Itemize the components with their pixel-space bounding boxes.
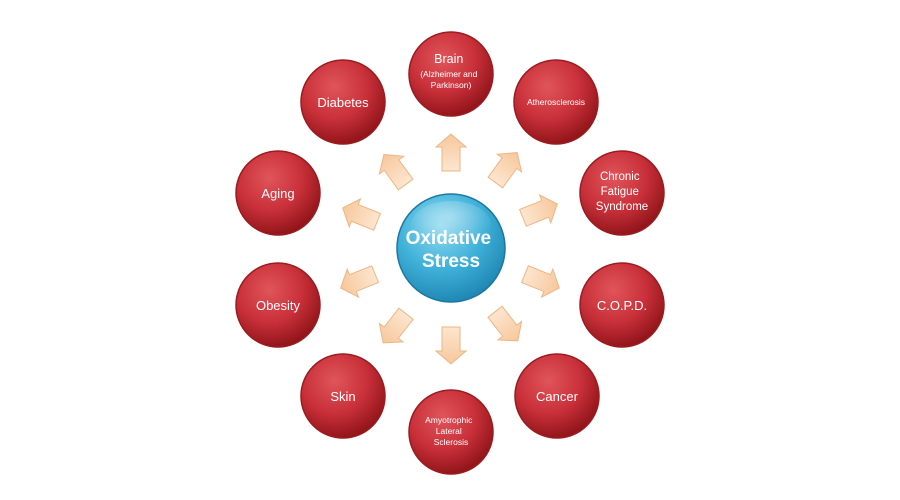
arrow-to-aging — [342, 197, 382, 231]
node-sublabel-line: Parkinson) — [431, 80, 472, 90]
node-diabetes: Diabetes — [300, 59, 386, 145]
node-circle — [408, 31, 494, 117]
node-aging: Aging — [235, 150, 321, 236]
node-label: Diabetes — [317, 95, 369, 110]
node-copd: C.O.P.D. — [579, 262, 665, 348]
node-circle — [235, 150, 321, 236]
node-label-line: Diabetes — [317, 95, 369, 110]
arrow-to-amyotrophic-lateral-sclerosis — [434, 326, 468, 365]
node-sublabel-line: (Alzheimer and — [420, 69, 477, 79]
node-skin: Skin — [300, 353, 386, 439]
node-label-line: Cancer — [536, 389, 579, 404]
arrow-to-copd — [520, 265, 560, 299]
center-label-line-1: Oxidative — [406, 228, 492, 249]
center-label: Oxidative Stress — [406, 228, 497, 272]
center-label-line-2: Stress — [422, 251, 480, 272]
node-circle — [579, 262, 665, 348]
node-label: C.O.P.D. — [597, 298, 647, 313]
node-label: Chronic Fatigue Syndrome — [596, 167, 648, 213]
node-atherosclerosis: Atherosclerosis — [513, 59, 599, 145]
arrow-to-skin — [378, 307, 414, 344]
node-brain: Brain (Alzheimer and Parkinson) — [408, 31, 494, 117]
node-label-line: Chronic — [600, 171, 640, 183]
node-cancer: Cancer — [514, 353, 600, 439]
node-label: Cancer — [536, 389, 579, 404]
node-label-line: Amyotrophic — [425, 415, 473, 425]
node-circle — [514, 353, 600, 439]
node-circle — [579, 150, 665, 236]
node-label-line: Obesity — [256, 298, 301, 313]
node-chronic-fatigue-syndrome: Chronic Fatigue Syndrome — [579, 150, 665, 236]
arrow-to-diabetes — [378, 154, 414, 191]
node-circle — [300, 59, 386, 145]
arrow-to-atherosclerosis — [487, 152, 523, 189]
node-label: Skin — [330, 389, 355, 404]
node-label-line: Sclerosis — [434, 437, 468, 447]
node-label: Atherosclerosis — [527, 97, 585, 107]
node-label: Aging — [261, 186, 294, 201]
node-label-line: Skin — [330, 389, 355, 404]
node-label: Amyotrophic Lateral Sclerosis — [425, 410, 477, 447]
node-label-line: Fatigue — [601, 186, 639, 198]
node-obesity: Obesity — [235, 262, 321, 348]
node-label-line: Syndrome — [596, 201, 648, 213]
node-amyotrophic-lateral-sclerosis: Amyotrophic Lateral Sclerosis — [408, 389, 494, 475]
node-label-line: Brain — [434, 52, 463, 66]
node-circle — [513, 59, 599, 145]
node-circle — [235, 262, 321, 348]
arrows-group — [340, 133, 560, 365]
center-node: Oxidative Stress — [396, 193, 506, 303]
node-label: Obesity — [256, 298, 301, 313]
arrow-to-cancer — [487, 305, 523, 342]
node-circle — [300, 353, 386, 439]
center-shine — [411, 201, 491, 249]
arrow-to-chronic-fatigue-syndrome — [518, 193, 558, 227]
node-label-line: Aging — [261, 186, 294, 201]
arrow-to-obesity — [340, 265, 380, 299]
node-label-line: Lateral — [436, 426, 462, 436]
node-label-line: Atherosclerosis — [527, 97, 585, 107]
node-circle — [408, 389, 494, 475]
node-label: Brain (Alzheimer and Parkinson) — [420, 50, 482, 90]
node-label-line: C.O.P.D. — [597, 298, 647, 313]
arrow-to-brain — [434, 133, 468, 172]
